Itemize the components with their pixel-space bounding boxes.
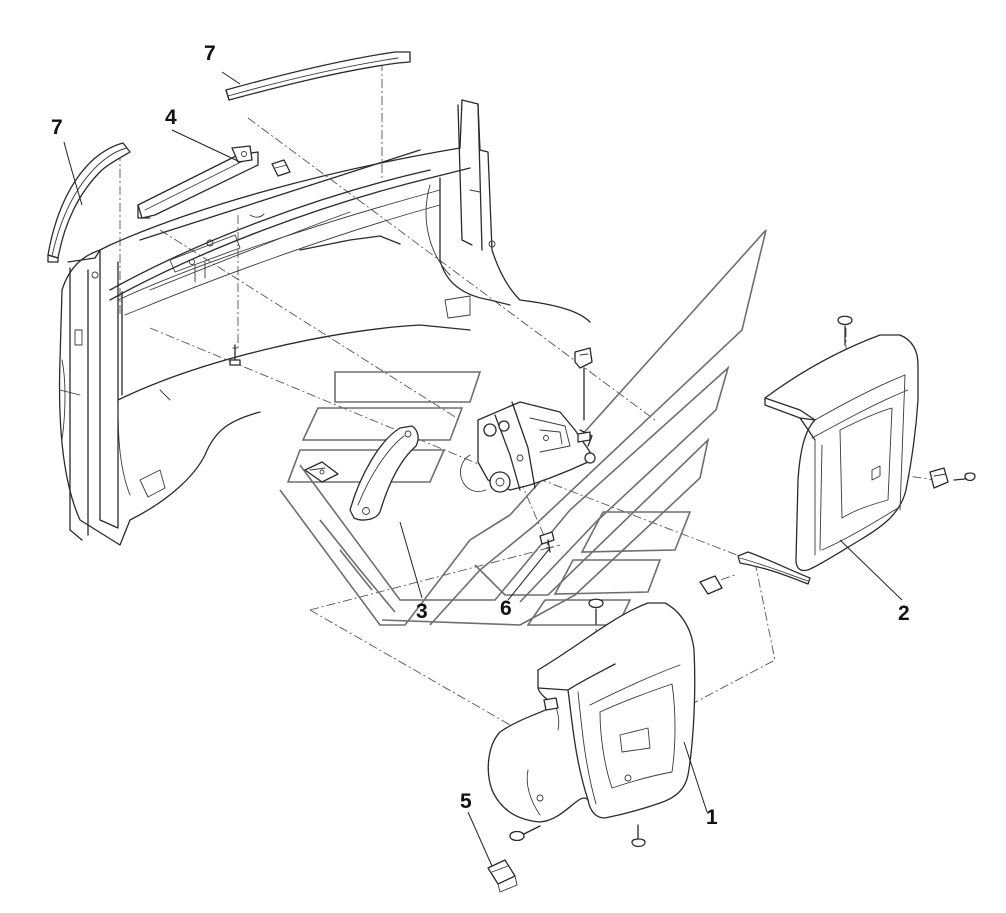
part-7-upper-seal <box>225 51 411 101</box>
part-3-strap <box>304 425 419 521</box>
callout-5: 5 <box>460 790 472 813</box>
cab-frame <box>58 99 591 546</box>
callout-7-left: 7 <box>51 116 63 139</box>
part-7-left-seal <box>47 142 131 263</box>
callout-labels: 1 2 3 4 5 6 7 7 <box>51 42 910 829</box>
part-2-right-cover <box>699 315 976 595</box>
hinge-mechanism <box>459 347 596 553</box>
callout-4: 4 <box>165 106 177 129</box>
part-5-clip <box>487 825 541 893</box>
part-1-front-cover <box>487 598 696 848</box>
callout-7-upper: 7 <box>204 42 216 65</box>
callout-1: 1 <box>706 806 718 829</box>
watermark-logo <box>279 229 767 626</box>
callout-3: 3 <box>416 600 428 623</box>
part-4-bracket <box>137 145 291 366</box>
callout-2: 2 <box>898 602 910 625</box>
leader-lines <box>63 71 903 867</box>
callout-6: 6 <box>500 597 512 620</box>
